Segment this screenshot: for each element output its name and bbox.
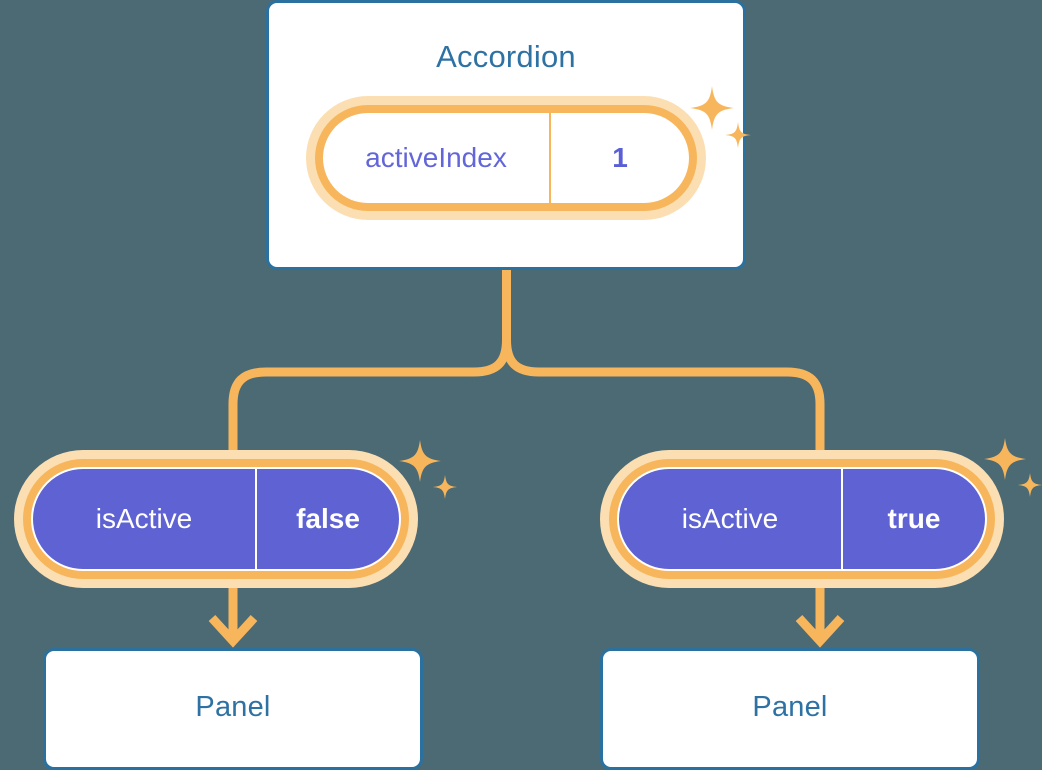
state-pill-is-active-true[interactable]: isActive true — [600, 450, 1004, 588]
state-pill-is-active-false[interactable]: isActive false — [14, 450, 418, 588]
state-key-label: isActive — [681, 503, 779, 534]
panel-node-title: Panel — [752, 691, 828, 723]
pill-divider — [549, 113, 551, 203]
panel-node-left[interactable]: Panel — [43, 648, 423, 770]
panel-node-title: Panel — [195, 691, 271, 723]
sparkle-small-icon — [1018, 473, 1042, 497]
root-node-title: Accordion — [436, 39, 576, 74]
state-pill-active-index[interactable]: activeIndex 1 — [306, 96, 706, 220]
panel-node-right[interactable]: Panel — [600, 648, 980, 770]
sparkle-icon — [399, 440, 441, 482]
state-value-label: true — [887, 503, 941, 534]
pill-body: isActive false — [31, 467, 401, 571]
pill-body: isActive true — [617, 467, 987, 571]
state-key-label: isActive — [95, 503, 193, 534]
sparkle-small-icon — [433, 475, 457, 499]
state-key-label: activeIndex — [365, 142, 507, 173]
state-value-label: false — [296, 503, 360, 534]
sparkle-icon — [984, 438, 1026, 480]
pill-divider — [841, 469, 843, 569]
state-value-label: 1 — [612, 142, 628, 173]
pill-divider — [255, 469, 257, 569]
pill-body: activeIndex 1 — [323, 113, 689, 203]
